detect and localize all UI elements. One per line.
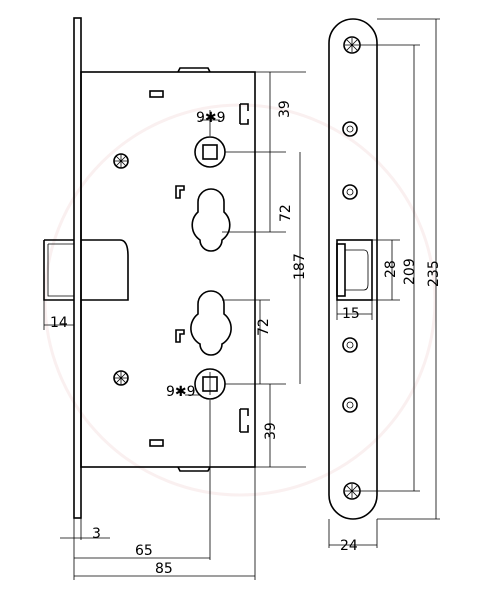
dim-top-follower: 39 <box>277 100 293 118</box>
latch-opening <box>336 239 373 301</box>
faceplate-front-view <box>328 18 378 520</box>
mark-lower <box>175 329 185 343</box>
dim-square-top: 9✱9 <box>196 110 226 126</box>
dim-faceplate-length: 235 <box>426 260 442 287</box>
bottom-slot <box>149 439 164 447</box>
dim-lower-keyhole: 72 <box>256 318 272 336</box>
dim-strike-width: 15 <box>342 306 360 322</box>
faceplate-side <box>73 17 82 519</box>
dim-strike-height: 28 <box>383 260 399 278</box>
dim-upper-keyhole: 72 <box>278 204 294 222</box>
lock-body-dimensions <box>43 71 306 580</box>
square-hole-top <box>202 144 218 160</box>
mark-upper <box>175 185 185 199</box>
hole-3 <box>342 337 358 353</box>
top-slot <box>149 90 164 98</box>
keyhole-lower <box>190 290 232 356</box>
dim-latch: 14 <box>50 315 68 331</box>
case-top-tab <box>177 67 211 73</box>
dim-square-bottom: 9✱9 <box>166 384 196 400</box>
hole-4 <box>342 397 358 413</box>
keyhole-upper <box>191 188 231 252</box>
hole-2 <box>342 184 358 200</box>
dim-bottom-follower: 39 <box>263 422 279 440</box>
follower-top <box>194 136 226 168</box>
bottom-clip <box>239 408 249 433</box>
lock-body-side-view <box>43 17 256 519</box>
dim-backset: 65 <box>135 543 153 559</box>
hole-1 <box>342 121 358 137</box>
dim-follower-spacing: 187 <box>292 253 308 280</box>
faceplate-dimensions <box>328 18 440 548</box>
case-bottom-tab <box>177 466 211 472</box>
dim-screw-spacing: 209 <box>402 258 418 285</box>
lock-case <box>80 71 256 468</box>
top-clip <box>239 103 249 125</box>
dim-case-depth: 85 <box>155 561 173 577</box>
dim-faceplate-width: 24 <box>340 538 358 554</box>
faceplate-front <box>328 18 378 520</box>
latch-housing <box>81 239 129 301</box>
dim-faceplate-thickness: 3 <box>92 526 101 542</box>
